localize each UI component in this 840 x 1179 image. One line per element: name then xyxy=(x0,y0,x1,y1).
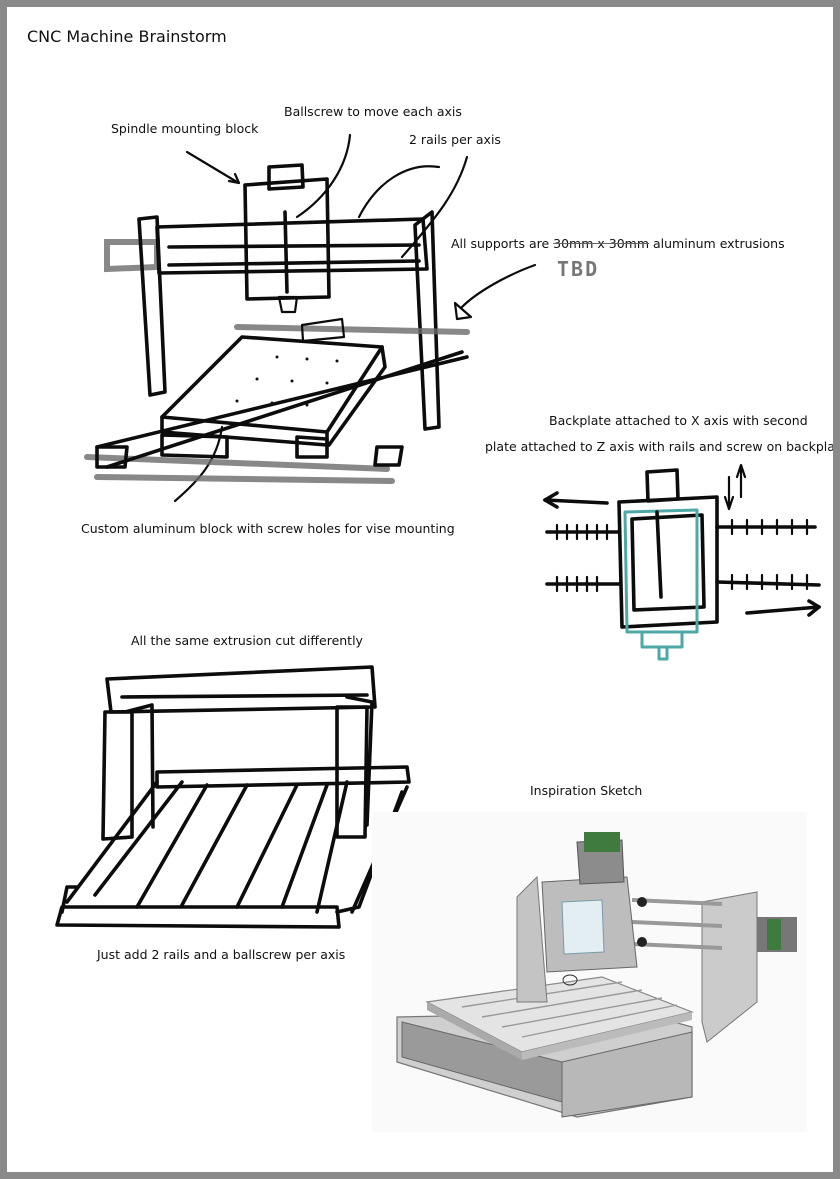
label-supports: All supports are 30mm x 30mm aluminum ex… xyxy=(451,236,785,251)
label-backplate-1: Backplate attached to X axis with second xyxy=(549,413,808,428)
label-inspiration: Inspiration Sketch xyxy=(530,783,643,798)
arrow-supports xyxy=(453,263,537,321)
bed-screw-holes xyxy=(235,355,339,407)
label-custom-block: Custom aluminum block with screw holes f… xyxy=(81,521,455,536)
tbd-annotation: TBD xyxy=(557,257,600,281)
backplate-sketch xyxy=(543,463,821,661)
label-rails: 2 rails per axis xyxy=(409,132,501,147)
label-just-add: Just add 2 rails and a ballscrew per axi… xyxy=(97,947,346,962)
label-extrusion: All the same extrusion cut differently xyxy=(131,633,363,648)
label-supports-pre: All supports are xyxy=(451,236,554,251)
page-title: CNC Machine Brainstorm xyxy=(27,27,227,46)
label-spindle: Spindle mounting block xyxy=(111,121,259,136)
arrow-ballscrew xyxy=(295,133,352,219)
arrow-spindle xyxy=(185,150,241,185)
cnc-gantry-sketch xyxy=(84,133,537,503)
label-backplate-2: plate attached to Z axis with rails and … xyxy=(485,439,833,454)
canvas-page: CNC Machine Brainstorm xyxy=(7,7,833,1172)
label-supports-struck: 30mm x 30mm xyxy=(553,236,650,251)
inspiration-render xyxy=(372,812,807,1132)
extrusion-frame-sketch xyxy=(55,665,411,929)
label-ballscrew: Ballscrew to move each axis xyxy=(284,104,462,119)
label-supports-post: aluminum extrusions xyxy=(649,236,785,251)
